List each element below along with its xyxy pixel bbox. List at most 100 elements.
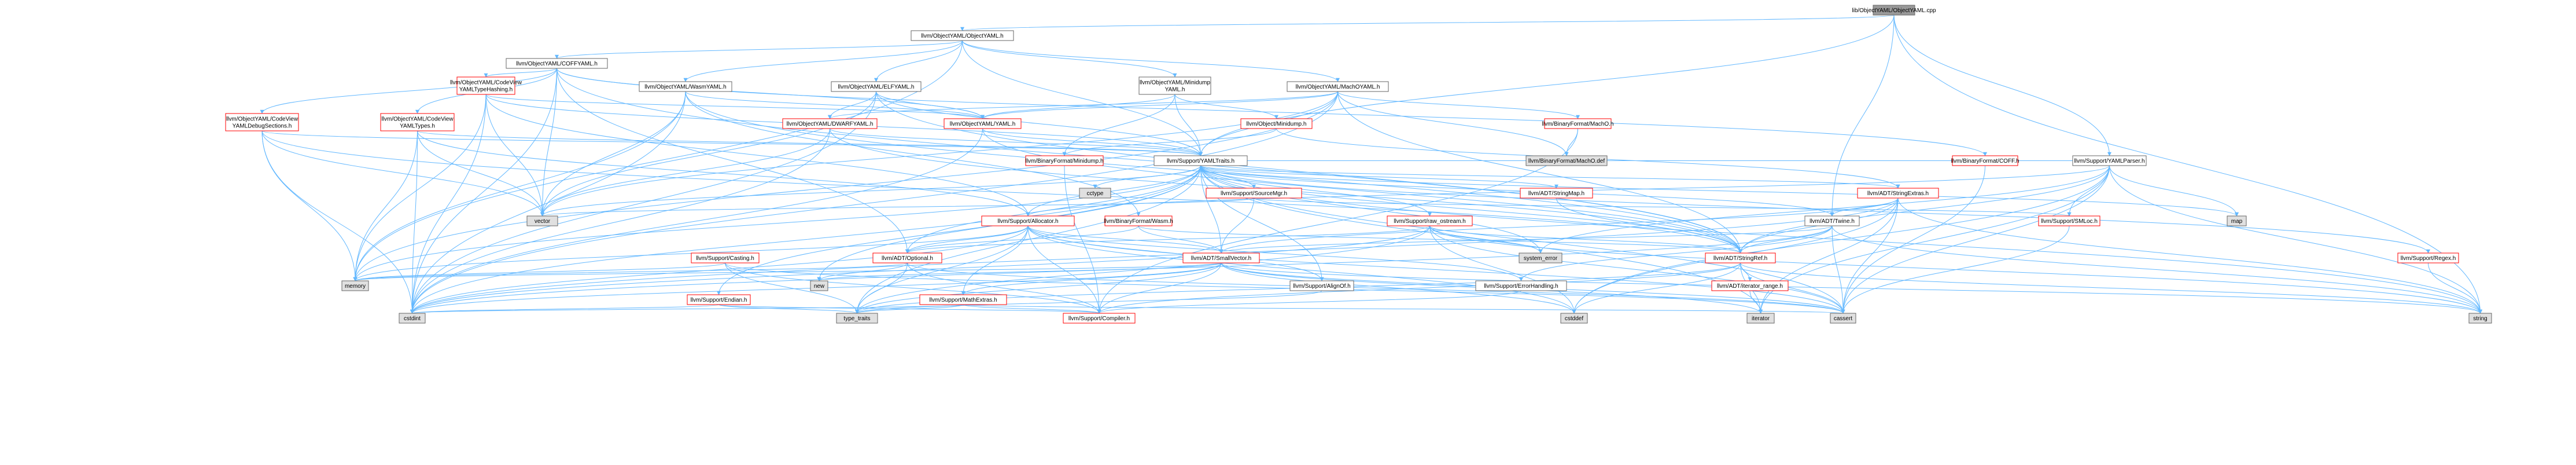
node-bf-coff-h[interactable]: llvm/BinaryFormat/COFF.h xyxy=(1951,155,2019,166)
node-bf-wasm-h[interactable]: llvm/BinaryFormat/Wasm.h xyxy=(1104,215,1173,226)
edge-endian-h-to-type-traits xyxy=(718,304,859,314)
node-sourcemgr-h[interactable]: llvm/Support/SourceMgr.h xyxy=(1206,188,1302,199)
node-dwarfyaml-h[interactable]: llvm/ObjectYAML/DWARFYAML.h xyxy=(782,118,878,129)
edge-yamlparser-h-to-system-error xyxy=(1538,165,2110,254)
edge-minidump-yaml-h-to-yaml-h xyxy=(981,94,1175,119)
node-object-minidump-h[interactable]: llvm/Object/Minidump.h xyxy=(1240,118,1313,129)
node-casting-h[interactable]: llvm/Support/Casting.h xyxy=(691,252,760,263)
node-label: llvm/Support/YAMLTraits.h xyxy=(1167,158,1234,164)
node-smloc-h[interactable]: llvm/Support/SMLoc.h xyxy=(2038,215,2100,226)
node-raw-ostream-h[interactable]: llvm/Support/raw_ostream.h xyxy=(1387,215,1473,226)
graph-nodes: lib/ObjectYAML/ObjectYAML.cpp llvm/Object… xyxy=(225,5,2492,324)
node-cassert[interactable]: cassert xyxy=(1830,313,1856,324)
edge-objectyaml-h-to-yamltraits-h xyxy=(962,40,1203,156)
node-allocator-h[interactable]: llvm/Support/Allocator.h xyxy=(981,215,1075,226)
node-yamlparser-h[interactable]: llvm/Support/YAMLParser.h xyxy=(2072,155,2147,166)
node-endian-h[interactable]: llvm/Support/Endian.h xyxy=(687,294,751,305)
node-label: new xyxy=(814,283,825,290)
edge-iterator-range-h-to-iterator xyxy=(1749,290,1763,314)
node-wasmyaml-h[interactable]: llvm/ObjectYAML/WasmYAML.h xyxy=(639,81,732,92)
edge-yamltraits-h-to-map xyxy=(1200,165,2239,217)
edge-root-to-twine-h xyxy=(1830,14,1895,217)
edge-allocator-h-to-errorhandling-h xyxy=(1027,225,1523,281)
edge-wasmyaml-h-to-yaml-h xyxy=(685,91,985,119)
edge-yamltraits-h-to-vector xyxy=(540,165,1201,217)
edge-wasmyaml-h-to-stringref-h xyxy=(685,91,1742,254)
node-box xyxy=(1182,252,1260,263)
node-bf-macho-def[interactable]: llvm/BinaryFormat/MachO.def xyxy=(1525,155,1608,166)
node-cctype[interactable]: cctype xyxy=(1079,188,1111,199)
node-smallvector-h[interactable]: llvm/ADT/SmallVector.h xyxy=(1182,252,1260,263)
node-label: llvm/ObjectYAML/ELFYAML.h xyxy=(838,84,915,90)
node-string[interactable]: string xyxy=(2468,313,2492,324)
node-objectyaml-h[interactable]: llvm/ObjectYAML/ObjectYAML.h xyxy=(911,30,1014,41)
node-type-traits[interactable]: type_traits xyxy=(836,313,878,324)
edge-allocator-h-to-smallvector-h xyxy=(1027,225,1223,254)
edge-cvhash-h-to-vector xyxy=(485,94,544,217)
node-box xyxy=(1544,118,1612,129)
node-box xyxy=(1104,215,1173,226)
edge-cvhash-h-to-cstdint xyxy=(410,94,487,314)
edge-objectyaml-h-to-elfyaml-h xyxy=(874,40,963,82)
edge-stringextras-h-to-cassert xyxy=(1841,197,1899,314)
node-box xyxy=(456,76,515,95)
node-vector[interactable]: vector xyxy=(526,215,558,226)
edge-dwarfyaml-h-to-yamltraits-h xyxy=(830,128,1203,156)
node-cstddef[interactable]: cstddef xyxy=(1560,313,1588,324)
node-new[interactable]: new xyxy=(810,280,828,291)
node-bf-macho-h[interactable]: llvm/BinaryFormat/MachO.h xyxy=(1542,118,1614,129)
node-iterator-range-h[interactable]: llvm/ADT/iterator_range.h xyxy=(1711,280,1789,291)
node-cvhash-h[interactable]: llvm/ObjectYAML/CodeViewYAMLTypeHashing.… xyxy=(450,76,522,95)
edge-yamltraits-h-to-smallvector-h xyxy=(1200,165,1223,254)
node-box xyxy=(1873,5,1915,16)
node-twine-h[interactable]: llvm/ADT/Twine.h xyxy=(1804,215,1860,226)
node-label: iterator xyxy=(1752,316,1770,322)
node-label: llvm/ADT/iterator_range.h xyxy=(1717,283,1783,290)
node-root[interactable]: lib/ObjectYAML/ObjectYAML.cpp xyxy=(1852,5,1936,16)
node-errorhandling-h[interactable]: llvm/Support/ErrorHandling.h xyxy=(1475,280,1567,291)
edge-sourcemgr-h-to-smallvector-h xyxy=(1219,197,1254,254)
edge-mathextras-h-to-cassert xyxy=(963,304,1845,314)
edge-allocator-h-to-compiler-h xyxy=(1027,225,1101,314)
node-regex-h[interactable]: llvm/Support/Regex.h xyxy=(2397,252,2459,263)
node-system-error[interactable]: system_error xyxy=(1519,252,1562,263)
node-bf-minidump-h[interactable]: llvm/BinaryFormat/Minidump.h xyxy=(1025,155,1104,166)
node-stringextras-h[interactable]: llvm/ADT/StringExtras.h xyxy=(1857,188,1939,199)
node-elfyaml-h[interactable]: llvm/ObjectYAML/ELFYAML.h xyxy=(831,81,922,92)
node-box xyxy=(1206,188,1302,199)
edge-casting-h-to-cassert xyxy=(725,262,1845,314)
edge-objectyaml-h-to-memory xyxy=(353,40,963,281)
node-memory[interactable]: memory xyxy=(341,280,369,291)
node-label: system_error xyxy=(1524,255,1558,262)
edge-twine-h-to-smallvector-h xyxy=(1219,225,1833,254)
node-cvdebug-h[interactable]: llvm/ObjectYAML/CodeViewYAMLDebugSection… xyxy=(225,113,299,131)
node-box xyxy=(687,294,751,305)
node-box xyxy=(1387,215,1473,226)
edge-yamltraits-h-to-sourcemgr-h xyxy=(1200,165,1256,189)
node-coffyaml-h[interactable]: llvm/ObjectYAML/COFFYAML.h xyxy=(506,58,608,69)
node-box xyxy=(1857,188,1939,199)
edge-minidump-yaml-h-to-object-minidump-h xyxy=(1174,94,1278,119)
node-optional-h[interactable]: llvm/ADT/Optional.h xyxy=(872,252,942,263)
node-cstdint[interactable]: cstdint xyxy=(399,313,426,324)
edge-mathextras-h-to-type-traits xyxy=(855,304,964,314)
node-iterator[interactable]: iterator xyxy=(1746,313,1775,324)
node-box xyxy=(831,81,922,92)
node-yaml-h[interactable]: llvm/ObjectYAML/YAML.h xyxy=(944,118,1022,129)
node-label: llvm/Support/AlignOf.h xyxy=(1293,283,1351,290)
edge-smallvector-h-to-new xyxy=(817,262,1222,281)
node-yamltraits-h[interactable]: llvm/Support/YAMLTraits.h xyxy=(1154,155,1248,166)
node-label: llvm/Support/Allocator.h xyxy=(997,218,1058,225)
node-stringmap-h[interactable]: llvm/ADT/StringMap.h xyxy=(1520,188,1593,199)
node-alignof-h[interactable]: llvm/Support/AlignOf.h xyxy=(1289,280,1354,291)
node-compiler-h[interactable]: llvm/Support/Compiler.h xyxy=(1063,313,1136,324)
node-map[interactable]: map xyxy=(2227,215,2247,226)
edge-raw-ostream-h-to-stringref-h xyxy=(1429,225,1742,254)
node-mathextras-h[interactable]: llvm/Support/MathExtras.h xyxy=(919,294,1007,305)
node-stringref-h[interactable]: llvm/ADT/StringRef.h xyxy=(1705,252,1776,263)
edge-smallvector-h-to-compiler-h xyxy=(1097,262,1222,314)
node-machoyaml-h[interactable]: llvm/ObjectYAML/MachOYAML.h xyxy=(1287,81,1389,92)
edge-coffyaml-h-to-cstdint xyxy=(410,68,557,314)
